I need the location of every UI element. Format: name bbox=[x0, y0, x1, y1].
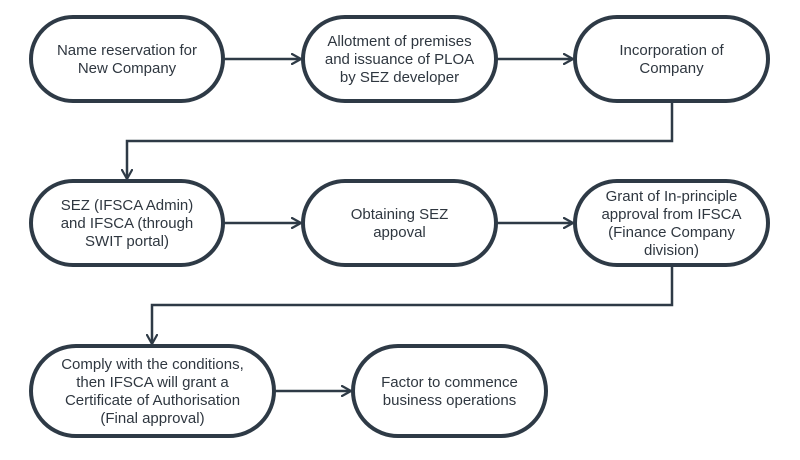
step-box bbox=[29, 344, 276, 438]
step-label-line: Certificate of Authorisation bbox=[65, 392, 240, 409]
step-label-line: New Company bbox=[78, 60, 177, 77]
step-label-line: Factor to commence bbox=[381, 374, 518, 391]
step-label-line: approval from IFSCA bbox=[601, 206, 741, 223]
step-box bbox=[301, 15, 498, 103]
step-label-line: Comply with the conditions, bbox=[61, 356, 244, 373]
step-box bbox=[29, 179, 225, 267]
connectors bbox=[127, 59, 674, 391]
step-label-line: (Final approval) bbox=[100, 410, 204, 427]
step-label-line: appoval bbox=[373, 224, 426, 241]
step-label-line: Obtaining SEZ bbox=[351, 206, 449, 223]
step-node-4: SEZ (IFSCA Admin)and IFSCA (throughSWIT … bbox=[29, 179, 225, 267]
step-box bbox=[573, 179, 770, 267]
step-label-line: (Finance Company bbox=[608, 224, 735, 241]
step-label-line: Incorporation of bbox=[619, 42, 724, 59]
step-box bbox=[573, 15, 770, 103]
step-label-line: Company bbox=[639, 60, 704, 77]
arrow-n3-to-n4 bbox=[127, 101, 674, 179]
step-label-line: business operations bbox=[383, 392, 516, 409]
step-label-line: and IFSCA (through bbox=[61, 215, 194, 232]
step-node-7: Comply with the conditions,then IFSCA wi… bbox=[29, 344, 276, 438]
step-label-line: division) bbox=[644, 242, 699, 259]
arrow-n6-to-n7 bbox=[152, 265, 674, 344]
step-label-line: then IFSCA will grant a bbox=[76, 374, 229, 391]
step-label-line: Grant of In-principle bbox=[606, 188, 738, 205]
step-label-line: and issuance of PLOA bbox=[325, 51, 474, 68]
step-box bbox=[351, 344, 548, 438]
step-box bbox=[29, 15, 225, 103]
step-box bbox=[301, 179, 498, 267]
step-label-line: by SEZ developer bbox=[340, 69, 459, 86]
step-label-line: Allotment of premises bbox=[327, 33, 471, 50]
step-label-line: SWIT portal) bbox=[85, 233, 169, 250]
step-label-line: Name reservation for bbox=[57, 42, 197, 59]
step-label-line: SEZ (IFSCA Admin) bbox=[61, 197, 194, 214]
